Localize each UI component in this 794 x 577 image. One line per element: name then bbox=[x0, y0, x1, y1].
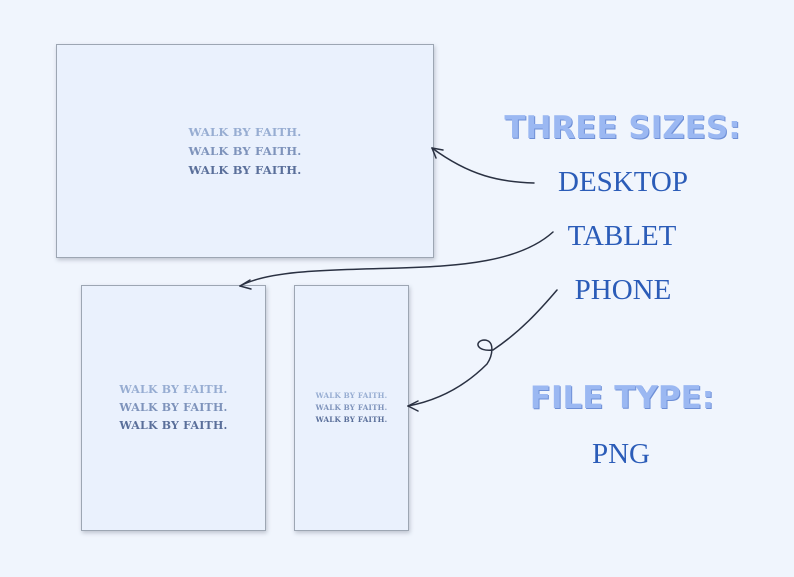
quote-line: WALK BY FAITH. bbox=[188, 124, 302, 139]
size-label-phone: PHONE bbox=[574, 274, 672, 306]
quote-line: WALK BY FAITH. bbox=[119, 419, 228, 432]
size-label-tablet: TABLET bbox=[567, 220, 677, 252]
mockup-quote: WALK BY FAITH. WALK BY FAITH. WALK BY FA… bbox=[119, 381, 227, 435]
file-type-heading: FILE TYPE: bbox=[529, 380, 715, 416]
tablet-mockup: WALK BY FAITH. WALK BY FAITH. WALK BY FA… bbox=[81, 285, 266, 531]
quote-line: WALK BY FAITH. bbox=[188, 143, 302, 158]
quote-line: WALK BY FAITH. bbox=[315, 391, 388, 400]
quote-line: WALK BY FAITH. bbox=[315, 415, 388, 424]
quote-line: WALK BY FAITH. bbox=[119, 383, 228, 396]
size-label-desktop: DESKTOP bbox=[558, 166, 688, 198]
quote-line: WALK BY FAITH. bbox=[188, 162, 302, 177]
file-type-value: PNG bbox=[591, 438, 650, 470]
sizes-heading: THREE SIZES: bbox=[504, 110, 741, 146]
phone-mockup: WALK BY FAITH. WALK BY FAITH. WALK BY FA… bbox=[294, 285, 409, 531]
mockup-quote: WALK BY FAITH. WALK BY FAITH. WALK BY FA… bbox=[189, 123, 302, 180]
quote-line: WALK BY FAITH. bbox=[315, 403, 388, 412]
quote-line: WALK BY FAITH. bbox=[119, 401, 228, 414]
desktop-arrow-icon bbox=[431, 147, 535, 184]
desktop-mockup: WALK BY FAITH. WALK BY FAITH. WALK BY FA… bbox=[56, 44, 434, 258]
mockup-quote: WALK BY FAITH. WALK BY FAITH. WALK BY FA… bbox=[316, 390, 388, 426]
